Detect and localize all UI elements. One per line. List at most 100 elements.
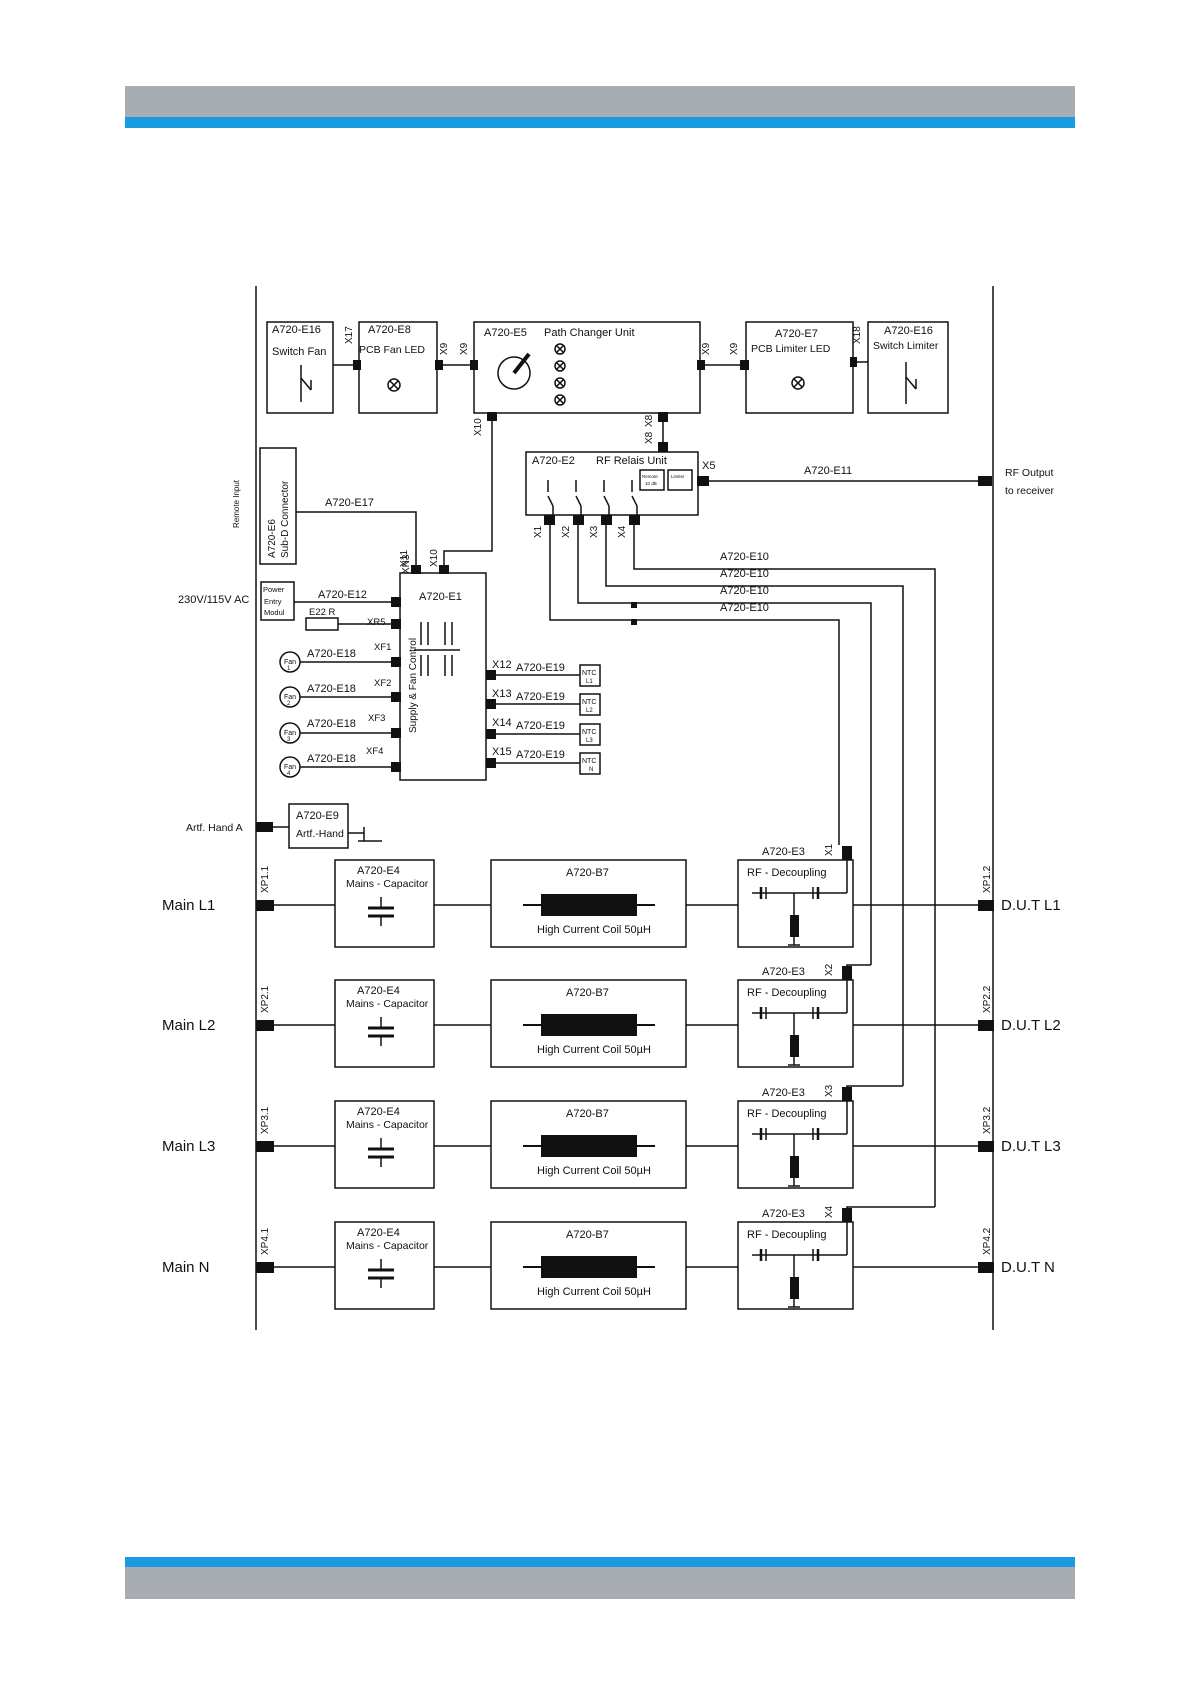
row-2-coil-name: High Current Coil 50µH (537, 1044, 651, 1056)
e19-label-3: A720-E19 (516, 720, 565, 732)
row-4 (256, 1208, 994, 1310)
conn-x13: X13 (492, 688, 512, 700)
row-3-input: Main L3 (162, 1138, 215, 1155)
e19-label-2: A720-E19 (516, 691, 565, 703)
e10-label-4: A720-E10 (720, 602, 769, 614)
row-2-cap-name: Mains - Capacitor (346, 998, 429, 1010)
e2-id: A720-E2 (532, 455, 575, 467)
ntc-1-num: L1 (586, 679, 593, 685)
row-2-rf-conn: X2 (824, 963, 835, 976)
row-3-rf-conn: X3 (824, 1084, 835, 1097)
conn-x9-c: X9 (701, 342, 712, 355)
resistor-label: E22 R (309, 607, 336, 618)
rf-output-2: to receiver (1005, 485, 1055, 497)
row-1-rf-id: A720-E3 (762, 846, 805, 858)
e2-sub1b: 10 dB (645, 481, 657, 486)
row-3-cap-name: Mains - Capacitor (346, 1119, 429, 1131)
e12-label: A720-E12 (318, 589, 367, 601)
row-4-input: Main N (162, 1259, 210, 1276)
fan-4-label: Fan (284, 764, 296, 771)
ac-input-label: 230V/115V AC (178, 594, 249, 606)
row-3-rf-name: RF - Decoupling (747, 1108, 826, 1120)
row-4-rf-name: RF - Decoupling (747, 1229, 826, 1241)
ntc-3-num: L3 (586, 738, 593, 744)
e2-name: RF Relais Unit (596, 455, 667, 467)
e7-name: PCB Limiter LED (751, 343, 831, 355)
conn-xr5: XR5 (367, 617, 385, 628)
conn-x10-top: X10 (473, 418, 484, 436)
conn-xf3: XF3 (368, 713, 385, 724)
e2-sub2: Limiter (671, 474, 685, 479)
conn-x8-b: X8 (644, 414, 655, 427)
row-4-coil-name: High Current Coil 50µH (537, 1286, 651, 1298)
conn-x9-a: X9 (439, 342, 450, 355)
conn-x10-e1: X10 (429, 549, 440, 567)
conn-x15: X15 (492, 746, 512, 758)
row-1 (256, 846, 994, 948)
conn-xn3: XN3 (401, 554, 412, 574)
row-1-rf-name: RF - Decoupling (747, 867, 826, 879)
ntc-4-num: N (589, 767, 593, 773)
e8-name: PCB Fan LED (359, 344, 425, 356)
e10-label-1: A720-E10 (720, 551, 769, 563)
conn-x4: X4 (617, 525, 628, 538)
row-1-out-conn: XP1.2 (982, 865, 993, 893)
e18-label-3: A720-E18 (307, 718, 356, 730)
e7-id: A720-E7 (775, 328, 818, 340)
fan-2-label: Fan (284, 694, 296, 701)
e6-name: Sub-D Connector (280, 480, 291, 558)
header-band-blue (125, 117, 1075, 128)
row-4-coil-id: A720-B7 (566, 1229, 609, 1241)
row-1-in-conn: XP1.1 (260, 865, 271, 893)
e16a-name: Switch Fan (272, 346, 326, 358)
row-3-coil-id: A720-B7 (566, 1108, 609, 1120)
row-1-coil-id: A720-B7 (566, 867, 609, 879)
fan-1-num: 1 (287, 666, 291, 672)
e10-label-3: A720-E10 (720, 585, 769, 597)
row-4-rf-conn: X4 (824, 1205, 835, 1218)
row-2-input: Main L2 (162, 1017, 215, 1034)
row-3-rf-id: A720-E3 (762, 1087, 805, 1099)
power-l1: Power (263, 585, 285, 594)
conn-x17: X17 (344, 326, 355, 344)
row-2-rf-id: A720-E3 (762, 966, 805, 978)
e17-label: A720-E17 (325, 497, 374, 509)
row-2-coil-id: A720-B7 (566, 987, 609, 999)
conn-x18: X18 (852, 326, 863, 344)
e8-id: A720-E8 (368, 324, 411, 336)
ntc-1-label: NTC (582, 670, 596, 677)
e18-label-4: A720-E18 (307, 753, 356, 765)
conn-x2: X2 (561, 525, 572, 538)
row-4-out-conn: XP4.2 (982, 1227, 993, 1255)
e1-name: Supply & Fan Control (408, 638, 419, 733)
ntc-4-label: NTC (582, 758, 596, 765)
e18-label-2: A720-E18 (307, 683, 356, 695)
row-1-cap-id: A720-E4 (357, 865, 400, 877)
row-4-cap-name: Mains - Capacitor (346, 1240, 429, 1252)
row-4-rf-id: A720-E3 (762, 1208, 805, 1220)
e5-id: A720-E5 (484, 327, 527, 339)
header-band-gray (125, 86, 1075, 117)
row-1-cap-name: Mains - Capacitor (346, 878, 429, 890)
row-3-output: D.U.T L3 (1001, 1138, 1061, 1155)
row-4-output: D.U.T N (1001, 1259, 1055, 1276)
e2-sub1a: Remote (642, 474, 658, 479)
row-3-out-conn: XP3.2 (982, 1106, 993, 1134)
conn-xf1: XF1 (374, 642, 391, 653)
row-2-cap-id: A720-E4 (357, 985, 400, 997)
fan-3-num: 3 (287, 737, 291, 743)
ntc-2-label: NTC (582, 699, 596, 706)
row-1-input: Main L1 (162, 897, 215, 914)
row-2-output: D.U.T L2 (1001, 1017, 1061, 1034)
row-1-coil-name: High Current Coil 50µH (537, 924, 651, 936)
row-3-in-conn: XP3.1 (260, 1106, 271, 1134)
ntc-3-label: NTC (582, 729, 596, 736)
row-3 (256, 1087, 994, 1189)
row-2 (256, 966, 994, 1068)
e16a-id: A720-E16 (272, 324, 321, 336)
power-l2: Entry (264, 597, 282, 606)
e5-name: Path Changer Unit (544, 327, 635, 339)
e16b-name: Switch Limiter (873, 340, 939, 352)
e1-id: A720-E1 (419, 591, 462, 603)
